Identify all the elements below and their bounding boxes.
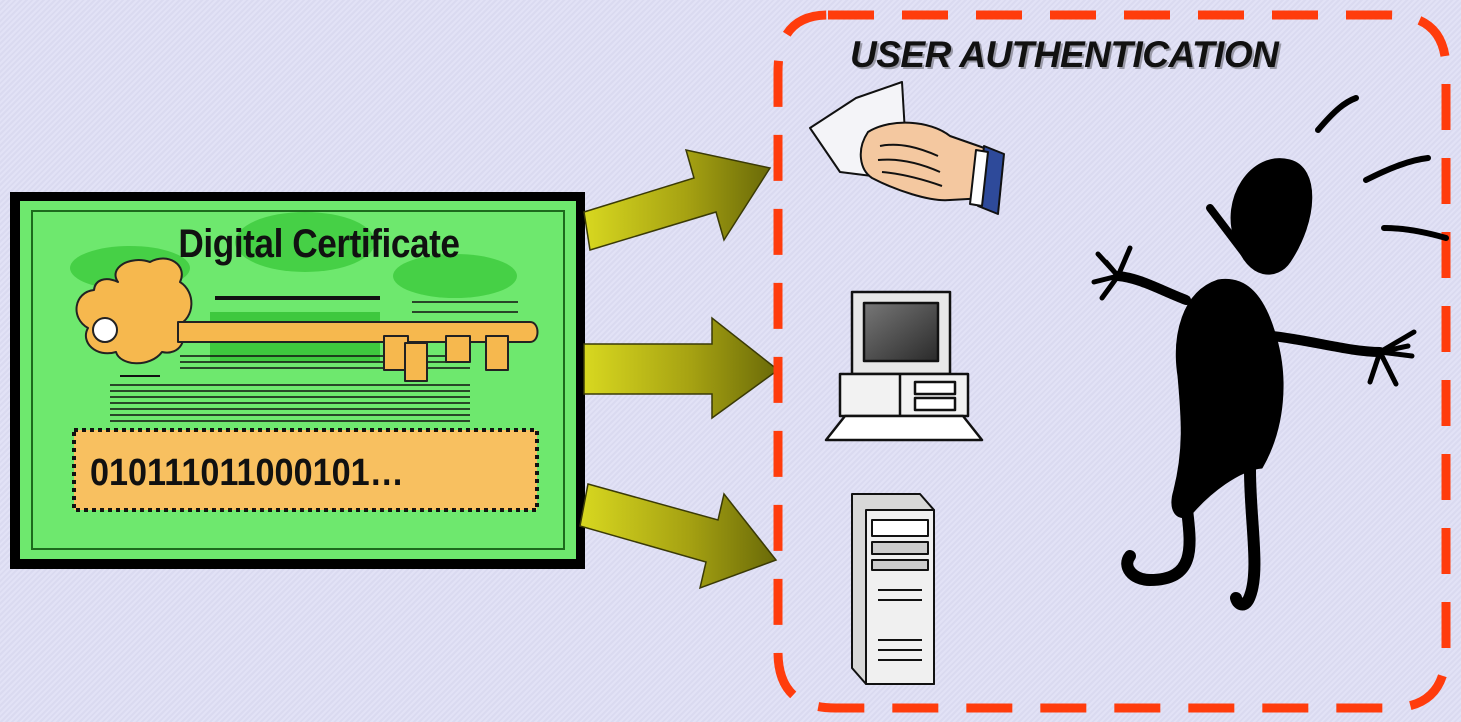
arrow-to-computer: [583, 316, 780, 420]
arrows: [579, 149, 780, 590]
watermark-oval-center: [235, 212, 375, 272]
server-tower-icon: [851, 493, 935, 685]
arrow-to-server: [579, 483, 778, 590]
certificate-title: Digital Certificate: [178, 222, 460, 266]
person-silhouette-icon: [1091, 95, 1449, 611]
authentication-title: USER AUTHENTICATION: [850, 34, 1279, 75]
desktop-computer-icon: [824, 290, 984, 442]
watermark-oval-right: [393, 254, 517, 298]
certificate-code: 010111011000101…: [90, 452, 404, 494]
key-icon: [75, 257, 539, 382]
code-box: [72, 428, 539, 512]
digital-certificate: [10, 192, 585, 569]
certificate-inner-frame: [31, 210, 565, 550]
arrow-to-card: [583, 149, 772, 251]
hand-card-icon: [809, 81, 1005, 215]
authentication-boundary: [773, 10, 1451, 713]
